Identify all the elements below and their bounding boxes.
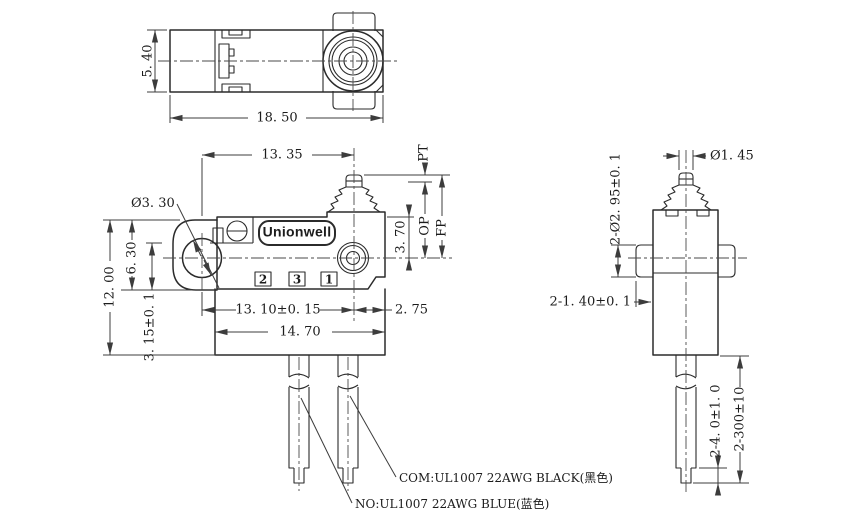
- leader-no: [300, 397, 353, 504]
- dim-label-hole-diameter: Ø3. 30: [131, 196, 175, 211]
- actuator-bracket-step-1: [228, 48, 235, 57]
- side-top-notch-left: [665, 210, 679, 217]
- bottom-latch-slot: [228, 86, 243, 93]
- dim-label-top-to-center: 3. 70: [394, 220, 409, 253]
- dim-label-boss-depth: 2-1. 40±0. 1: [550, 295, 631, 310]
- boss-left: [635, 244, 653, 278]
- dim-label-top-width: 18. 50: [256, 111, 297, 126]
- top-latch-slot: [228, 29, 243, 36]
- wire-callouts: COM:UL1007 22AWG BLACK(黑色) NO:UL1007 22A…: [300, 395, 613, 511]
- dim-plunger-diameter: Ø1. 45: [663, 149, 754, 170]
- dim-label-terminal-span: 13. 10±0. 15: [235, 303, 320, 318]
- dim-boss-diameter: 2-Ø2. 95±0. 1: [609, 153, 636, 278]
- lower-block-outline: [214, 288, 386, 356]
- side-body-outline: [652, 209, 719, 356]
- dim-label-button-offset: 2. 75: [395, 303, 428, 318]
- dim-lobe-height: 6. 30: [121, 220, 215, 291]
- dim-label-boss-diameter: 2-Ø2. 95±0. 1: [609, 153, 624, 245]
- side-top-notch-right: [696, 210, 710, 217]
- dim-wire-length: 2-300±10: [720, 355, 749, 483]
- dim-label-fp: FP: [435, 219, 450, 237]
- terminal-box-2: [254, 271, 272, 287]
- top-view-body-outline: [169, 29, 384, 93]
- dim-button-offset: 2. 75: [354, 303, 428, 318]
- dim-label-strip-length: 2-4. 0±1. 0: [709, 384, 724, 457]
- terminal-label-1: 1: [325, 273, 333, 287]
- top-latch-tab: [221, 30, 251, 39]
- dim-body-width: 14. 70: [215, 325, 385, 340]
- dim-plunger-offset: 13. 35: [201, 148, 354, 216]
- dim-label-hole-to-base: 3. 15±0. 1: [143, 293, 158, 362]
- terminal-box-1: [320, 271, 338, 287]
- front-body-outline: [216, 211, 386, 290]
- bottom-latch-tab: [221, 83, 251, 92]
- plunger-bellows-side: [660, 184, 712, 211]
- dim-label-lobe-height: 6. 30: [125, 241, 140, 274]
- dim-hole-diameter: Ø3. 30: [131, 196, 220, 289]
- wire-side: [675, 355, 697, 484]
- brand-badge: [258, 220, 336, 246]
- front-view: Unionwell 2 3 1: [103, 144, 613, 511]
- dim-label-wire-length: 2-300±10: [733, 387, 748, 452]
- housing-chamfer-bottom: [375, 84, 384, 93]
- dim-hole-to-base: 3. 15±0. 1: [143, 242, 162, 362]
- dim-label-plunger-diameter: Ø1. 45: [710, 149, 754, 164]
- dim-boss-depth: 2-1. 40±0. 1: [550, 281, 651, 310]
- dim-travel-positions: PT OP FP: [364, 144, 450, 258]
- terminal-label-3: 3: [293, 273, 301, 287]
- mounting-lobe: [172, 219, 218, 291]
- top-view: 5. 40 18. 50: [141, 11, 398, 126]
- dim-top-width: 18. 50: [169, 95, 384, 126]
- dim-label-total-height: 12. 00: [103, 266, 118, 307]
- wire-label-com: COM:UL1007 22AWG BLACK(黑色): [399, 471, 613, 485]
- wire-label-no: NO:UL1007 22AWG BLUE(蓝色): [355, 497, 549, 511]
- dim-label-plunger-offset: 13. 35: [261, 148, 302, 163]
- plunger-bellows-front: [327, 186, 381, 213]
- terminal-box-3: [288, 271, 306, 287]
- dim-label-body-width: 14. 70: [279, 325, 320, 340]
- dim-total-height: 12. 00: [103, 219, 216, 356]
- dim-top-to-center: 3. 70: [387, 204, 414, 271]
- housing-mount-tab-top: [332, 12, 376, 31]
- dim-label-top-height: 5. 40: [141, 44, 156, 77]
- side-view: Ø1. 45 2-Ø2. 95±0. 1 2-1. 40±0. 1 2-4. 0…: [550, 149, 754, 496]
- terminal-label-2: 2: [259, 273, 267, 287]
- brand-label: Unionwell: [263, 224, 332, 240]
- boss-right: [718, 244, 736, 278]
- dim-top-height: 5. 40: [141, 29, 167, 93]
- housing-mount-tab-bottom: [332, 91, 376, 110]
- lobe-notch: [212, 227, 224, 243]
- dim-label-op: OP: [418, 216, 433, 236]
- dim-label-pt: PT: [417, 144, 432, 162]
- actuator-bracket-step-2: [228, 65, 235, 74]
- dim-terminal-span: 13. 10±0. 15: [201, 292, 354, 318]
- leader-com: [349, 395, 397, 478]
- housing-chamfer-top: [375, 29, 384, 38]
